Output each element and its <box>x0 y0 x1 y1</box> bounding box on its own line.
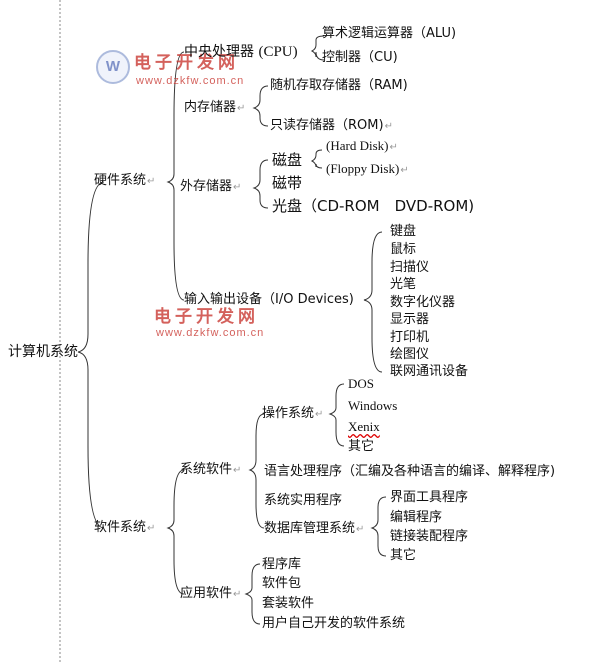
dbms-item: 编辑程序 <box>390 510 443 525</box>
bracket-storage <box>252 159 269 209</box>
paragraph-mark-icon: ↵ <box>400 165 409 176</box>
bracket-os <box>328 383 345 447</box>
node-application-label: 应用软件 <box>180 586 233 601</box>
node-dbms: 数据库管理系统↵ <box>264 522 364 535</box>
paragraph-mark-icon: ↵ <box>233 182 242 193</box>
io-device-item: 打印机 <box>390 330 430 345</box>
watermark-title: 电子开发网 <box>134 53 239 72</box>
bracket-software <box>166 469 185 595</box>
bracket-dbms <box>370 496 387 557</box>
paragraph-mark-icon: ↵ <box>389 142 398 153</box>
os-item: Windows <box>348 398 398 413</box>
io-device-item: 扫描仪 <box>390 260 430 275</box>
bracket-disk <box>310 149 323 169</box>
node-tape: 磁带 <box>272 174 303 192</box>
node-hardware-label: 硬件系统 <box>94 173 147 188</box>
dbms-item: 其它 <box>390 548 417 563</box>
dbms-item: 链接装配程序 <box>390 529 469 544</box>
io-device-item: 鼠标 <box>390 242 417 257</box>
bracket-hardware <box>166 51 185 301</box>
bracket-memory <box>252 85 269 127</box>
node-floppy-disk: (Floppy Disk)↵ <box>326 162 409 176</box>
node-memory-label: 内存储器 <box>184 100 237 115</box>
node-io: 输入输出设备（I/O Devices) <box>184 292 354 307</box>
node-hard-disk: (Hard Disk)↵ <box>326 139 398 153</box>
paragraph-mark-icon: ↵ <box>147 523 156 534</box>
node-cpu: 中央处理器 (CPU) <box>184 45 298 60</box>
node-hardware: 硬件系统↵ <box>94 174 155 187</box>
io-device-item: 显示器 <box>390 312 430 327</box>
io-device-item: 光笔 <box>390 277 417 292</box>
node-ram: 随机存取存储器（RAM) <box>270 78 408 93</box>
os-item: Xenix <box>348 419 380 434</box>
node-rom: 只读存储器（ROM)↵ <box>270 119 393 132</box>
io-device-item: 绘图仪 <box>390 347 430 362</box>
node-application: 应用软件↵ <box>180 587 241 600</box>
dbms-item: 界面工具程序 <box>390 490 469 505</box>
node-system-software: 系统软件↵ <box>180 463 241 476</box>
application-item: 套装软件 <box>262 596 315 611</box>
watermark-url-center: www.dzkfw.com.cn <box>156 327 265 339</box>
node-root: 计算机系统 <box>8 344 78 360</box>
node-memory: 内存储器↵ <box>184 101 245 114</box>
node-rom-label: 只读存储器（ROM) <box>270 118 384 133</box>
bracket-system <box>248 413 265 529</box>
node-system-software-label: 系统软件 <box>180 462 233 477</box>
node-storage-label: 外存储器 <box>180 179 233 194</box>
application-item: 程序库 <box>262 557 302 572</box>
paragraph-mark-icon: ↵ <box>233 465 242 476</box>
paragraph-mark-icon: ↵ <box>233 589 242 600</box>
paragraph-mark-icon: ↵ <box>384 121 393 132</box>
paragraph-mark-icon: ↵ <box>315 409 324 420</box>
node-language: 语言处理程序（汇编及各种语言的编译、解释程序) <box>264 464 556 479</box>
node-dbms-label: 数据库管理系统 <box>264 521 356 536</box>
paragraph-mark-icon: ↵ <box>147 176 156 187</box>
watermark-url: www.dzkfw.com.cn <box>136 75 245 87</box>
bracket-group <box>77 35 387 625</box>
node-software: 软件系统↵ <box>94 521 155 534</box>
watermark-title-center: 电子开发网 <box>154 307 259 326</box>
watermark-logo-icon <box>96 50 130 84</box>
node-hard-disk-label: (Hard Disk) <box>326 138 389 153</box>
node-disk: 磁盘 <box>272 151 303 169</box>
os-item: DOS <box>348 376 375 391</box>
io-device-item: 联网通讯设备 <box>390 364 469 379</box>
node-os-label: 操作系统 <box>262 406 315 421</box>
bracket-application <box>244 563 261 625</box>
node-alu: 算术逻辑运算器（ALU) <box>322 26 457 41</box>
node-cpu-abbr: (CPU) <box>258 44 298 60</box>
node-cu: 控制器（CU) <box>322 50 398 65</box>
bracket-io <box>363 231 383 373</box>
node-software-label: 软件系统 <box>94 520 147 535</box>
paragraph-mark-icon: ↵ <box>237 103 246 114</box>
os-item: 其它 <box>348 439 375 454</box>
bracket-cpu <box>310 35 325 61</box>
application-item: 软件包 <box>262 576 302 591</box>
node-optical: 光盘（CD-ROM DVD-ROM) <box>272 197 475 215</box>
application-item: 用户自己开发的软件系统 <box>262 616 406 631</box>
bracket-root <box>77 181 105 529</box>
node-os: 操作系统↵ <box>262 407 323 420</box>
io-device-item: 数字化仪器 <box>390 295 456 310</box>
paragraph-mark-icon: ↵ <box>356 524 365 535</box>
node-utility: 系统实用程序 <box>264 493 343 508</box>
node-floppy-disk-label: (Floppy Disk) <box>326 161 400 176</box>
io-device-item: 键盘 <box>390 224 417 239</box>
node-cpu-label: 中央处理器 <box>184 44 254 60</box>
node-storage: 外存储器↵ <box>180 180 241 193</box>
